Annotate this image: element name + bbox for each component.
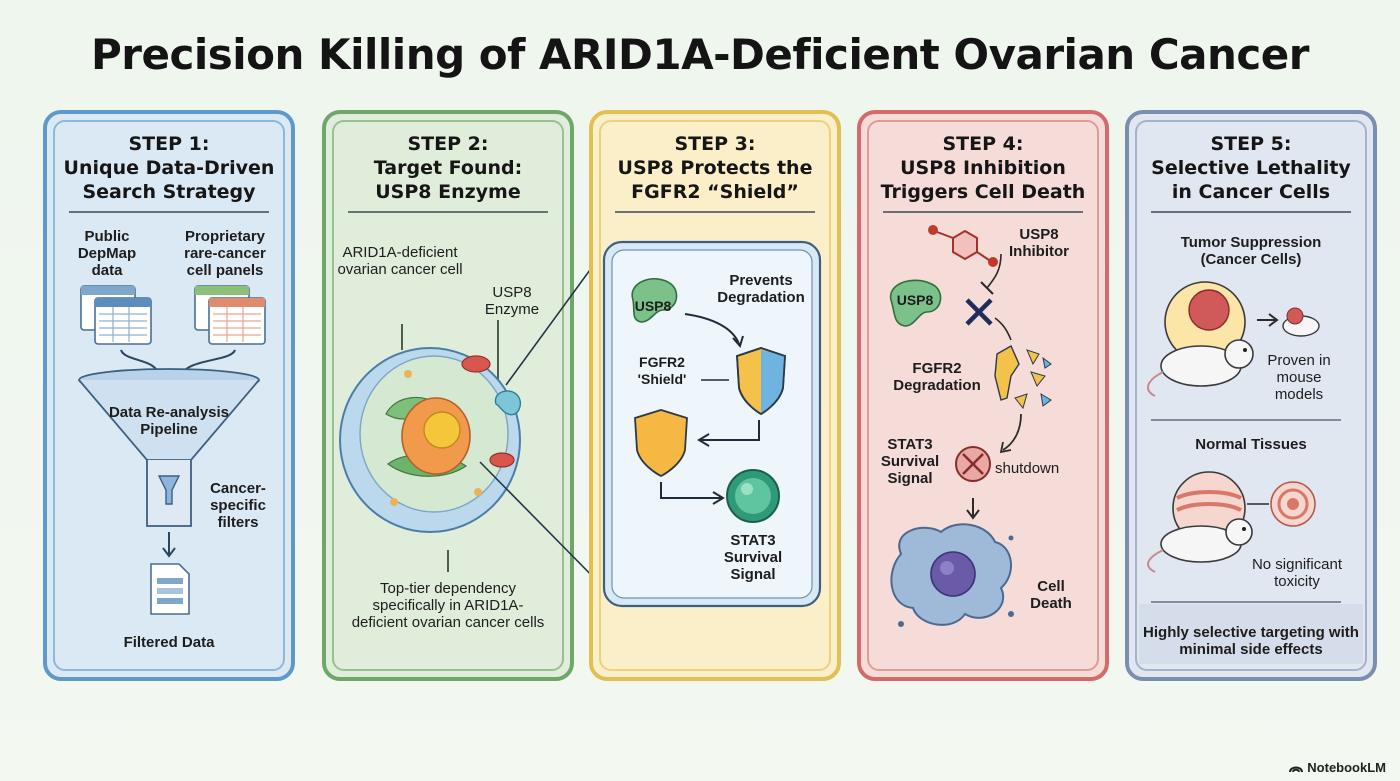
stat3-label: STAT3 Survival Signal: [723, 532, 783, 583]
fgfr2-shield-illustration: [602, 240, 822, 608]
pipeline-label: Data Re-analysis Pipeline: [108, 404, 230, 438]
tumor-suppression-heading: Tumor Suppression (Cancer Cells): [1180, 234, 1322, 268]
stat3-survival-signal-icon: [726, 469, 780, 523]
divider: [69, 211, 269, 213]
step-4-panel: STEP 4: USP8 Inhibition Triggers Cell De…: [857, 110, 1109, 681]
usp8-label: USP8: [634, 298, 672, 314]
fgfr2-shield-icon: [736, 347, 786, 416]
inhibitor-label: USP8 Inhibitor: [1009, 226, 1069, 260]
healthy-cell-icon: [1270, 481, 1316, 527]
normal-tissues-heading: Normal Tissues: [1195, 436, 1307, 453]
divider: [348, 211, 548, 213]
step-3-panel: STEP 3: USP8 Protects the FGFR2 “Shield”: [589, 110, 841, 681]
step-title: USP8 Protects the FGFR2 “Shield”: [593, 156, 837, 204]
step-title-line-2: USP8 Enzyme: [375, 181, 521, 203]
usp8-enzyme-icon: [631, 278, 678, 323]
step-title: Unique Data-Driven Search Strategy: [47, 156, 291, 204]
step-title: USP8 Inhibition Triggers Cell Death: [861, 156, 1105, 204]
tumor-mouse-icon: [1147, 281, 1254, 397]
cell-label: ARID1A-deficient ovarian cancer cell: [337, 244, 463, 278]
usp8-enzyme-icon: [494, 390, 522, 416]
funnel-icon: [78, 368, 260, 527]
step-label: STEP 2:: [407, 133, 489, 155]
notebooklm-logo-icon: [1289, 766, 1304, 772]
cancer-cell-illustration: [339, 320, 522, 572]
step-title-line-2: in Cancer Cells: [1171, 181, 1331, 203]
block-x-icon: [965, 298, 993, 326]
brand-name: NotebookLM: [1307, 760, 1386, 775]
panel-inner-border: [1135, 120, 1367, 671]
panel-inner-border: [867, 120, 1099, 671]
proven-label: Proven in mouse models: [1267, 352, 1331, 403]
step-title: Target Found: USP8 Enzyme: [326, 156, 570, 204]
proprietary-data-sheets-icon: [194, 285, 266, 345]
step-1-panel: STEP 1: Unique Data-Driven Search Strate…: [43, 110, 295, 681]
page-title: Precision Killing of ARID1A-Deficient Ov…: [91, 30, 1309, 79]
summary-label: Highly selective targeting with minimal …: [1143, 624, 1359, 658]
step-label: STEP 1:: [128, 133, 210, 155]
dying-cell-icon: [890, 523, 1014, 627]
panel-inner-border: [53, 120, 285, 671]
divider: [1151, 211, 1351, 213]
fgfr2-shield-single-icon: [634, 409, 688, 478]
step-title-line-1: Unique Data-Driven: [63, 157, 275, 179]
cell-death-illustration: [890, 225, 1052, 627]
normal-tissue-mouse-icon: [1147, 471, 1253, 573]
small-mouse-icon: [1282, 307, 1320, 337]
step-title-line-2: FGFR2 “Shield”: [631, 181, 799, 203]
step-2-panel: STEP 2: Target Found: USP8 Enzyme ARID1A…: [322, 110, 574, 681]
inhibitor-molecule-icon: [928, 225, 998, 267]
cell-icon: [339, 347, 521, 533]
panel-inner-border: [332, 120, 564, 671]
fgfr2-degradation-label: FGFR2 Degradation: [893, 360, 981, 394]
fgfr2-shield-label: FGFR2 'Shield': [637, 354, 687, 387]
step-title-line-2: Triggers Cell Death: [880, 181, 1086, 203]
prevents-degradation-label: Prevents Degradation: [717, 272, 805, 306]
step-title-line-1: USP8 Inhibition: [900, 157, 1066, 179]
filtered-data-document-icon: [150, 563, 190, 615]
usp8-enzyme-icon: [890, 279, 942, 327]
shutdown-label: shutdown: [995, 460, 1060, 477]
selective-lethality-illustration: [1139, 281, 1363, 664]
usp8-enzyme-label: USP8 Enzyme: [484, 284, 540, 318]
usp8-label: USP8: [896, 292, 934, 308]
step-title-line-1: USP8 Protects the: [617, 157, 813, 179]
step-label: STEP 3:: [674, 133, 756, 155]
divider: [615, 211, 815, 213]
stat3-label: STAT3 Survival Signal: [880, 436, 940, 487]
divider: [883, 211, 1083, 213]
data-pipeline-illustration: [78, 285, 266, 615]
public-data-sheets-icon: [80, 285, 152, 345]
step-label: STEP 4:: [942, 133, 1024, 155]
dependency-label: Top-tier dependency specifically in ARID…: [351, 580, 545, 631]
step-label: STEP 5:: [1210, 133, 1292, 155]
stat3-blocked-icon: [955, 446, 991, 482]
step-title-line-2: Search Strategy: [82, 181, 256, 203]
step-5-panel: STEP 5: Selective Lethality in Cancer Ce…: [1125, 110, 1377, 681]
step-title-line-1: Target Found:: [373, 157, 523, 179]
filtered-data-label: Filtered Data: [123, 634, 215, 651]
public-data-label: Public DepMap data: [77, 228, 137, 279]
step-title: Selective Lethality in Cancer Cells: [1129, 156, 1373, 204]
broken-shield-icon: [994, 345, 1052, 410]
cell-death-label: Cell Death: [1030, 578, 1072, 612]
panel-inner-border: [599, 120, 831, 671]
no-toxicity-label: No significant toxicity: [1251, 556, 1343, 590]
proprietary-data-label: Proprietary rare-cancer cell panels: [184, 228, 266, 279]
brand-logo: NotebookLM: [1289, 760, 1386, 775]
filters-label: Cancer-specific filters: [210, 480, 266, 531]
step-title-line-1: Selective Lethality: [1151, 157, 1351, 179]
